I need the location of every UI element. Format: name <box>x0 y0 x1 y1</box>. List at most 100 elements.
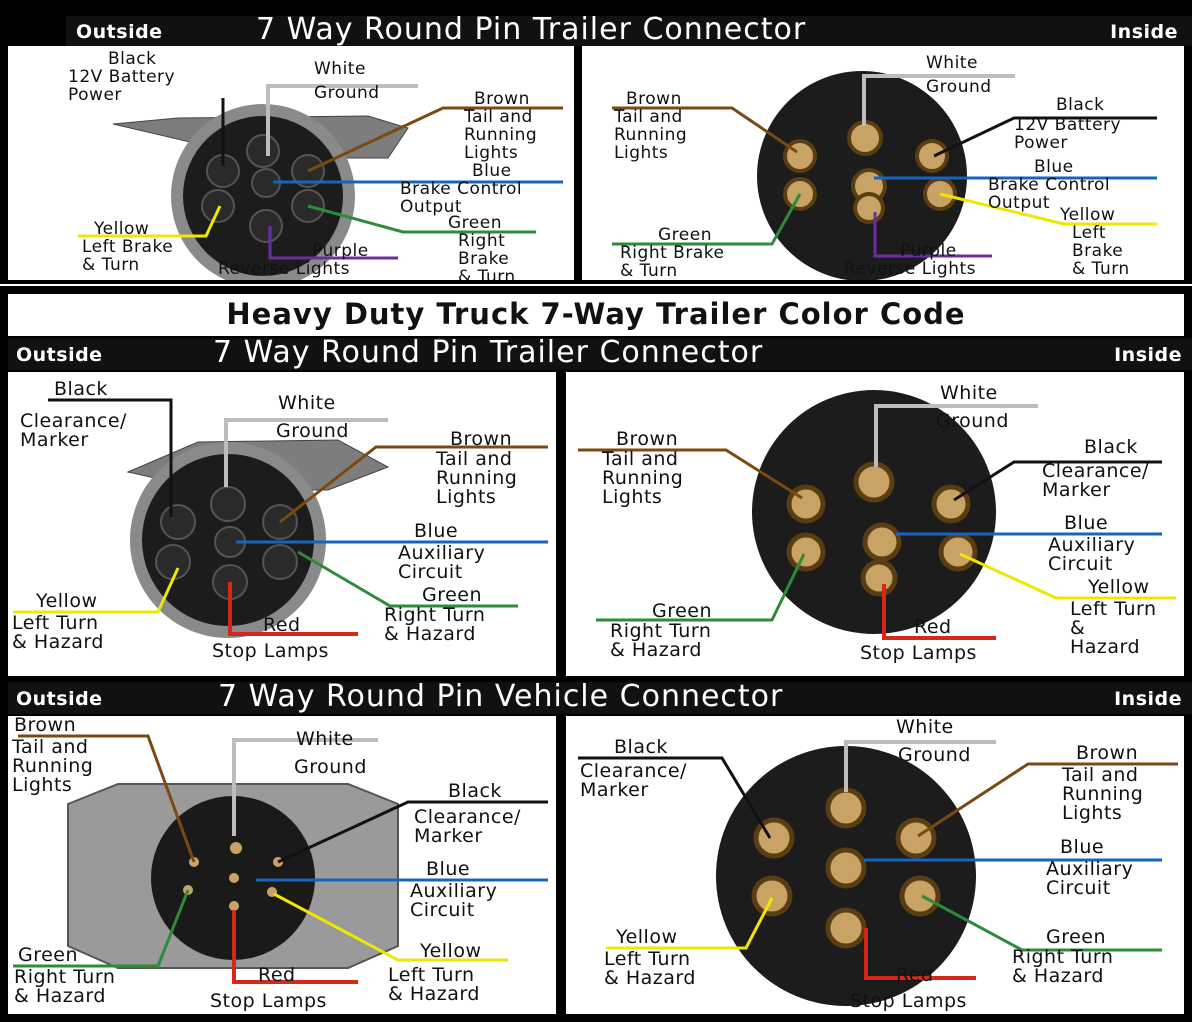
label-yellow-color: Yellow <box>1088 576 1150 598</box>
label-black-color: Black <box>614 736 668 758</box>
label-blue-desc: Brake Control Output <box>988 175 1111 213</box>
wire-red <box>882 584 996 640</box>
pins <box>201 134 325 243</box>
label-black-color: Black <box>1056 95 1105 115</box>
label-brown-color: Brown <box>1076 742 1139 764</box>
pins <box>751 787 941 949</box>
wire-white <box>862 74 1015 126</box>
label-white-color: White <box>296 728 354 750</box>
label-white-desc: Ground <box>294 756 367 778</box>
label-white-color: White <box>314 59 366 79</box>
outside-label: Outside <box>16 344 103 366</box>
label-yellow-color: Yellow <box>1060 205 1116 225</box>
section-1-outside-panel: Black 12V Battery Power White Ground Bro… <box>8 46 574 280</box>
label-brown-color: Brown <box>14 716 77 736</box>
label-black-desc: Clearance/ Marker <box>20 410 127 451</box>
wire-black <box>933 116 1157 158</box>
wire-brown <box>279 445 548 524</box>
wire-black <box>277 800 548 864</box>
wire-white <box>844 740 996 792</box>
label-black-color: Black <box>1084 436 1138 458</box>
label-blue-color: Blue <box>1064 512 1109 534</box>
label-brown-desc: Tail and Running Lights <box>602 448 684 508</box>
outside-label: Outside <box>76 21 163 43</box>
label-blue-desc: Auxiliary Circuit <box>1046 858 1134 899</box>
label-green-desc: Right Brake & Turn <box>620 243 725 280</box>
label-brown-color: Brown <box>626 89 682 109</box>
label-black-desc: 12V Battery Power <box>1014 115 1122 153</box>
wire-red <box>232 910 358 984</box>
connector-outside-figure <box>13 398 548 638</box>
label-yellow-desc: Left Brake & Turn <box>82 237 174 275</box>
label-blue-desc: Auxiliary Circuit <box>1048 534 1136 575</box>
label-white-desc: Ground <box>314 83 380 103</box>
connector-inside-figure <box>612 71 1157 280</box>
label-green-color: Green <box>422 584 483 606</box>
inside-label: Inside <box>1110 21 1178 43</box>
inside-label: Inside <box>1114 344 1182 366</box>
label-white-desc: Ground <box>898 744 971 766</box>
wire-white <box>232 738 378 836</box>
label-black-desc: Clearance/ Marker <box>580 760 687 801</box>
wire-yellow <box>939 192 1157 226</box>
label-brown-desc: Tail and Running Lights <box>614 107 688 163</box>
wire-black <box>48 398 173 517</box>
wire-brown <box>307 106 563 173</box>
label-yellow-desc: Left Brake & Turn <box>1072 223 1130 279</box>
label-green-color: Green <box>1046 926 1107 948</box>
wire-yellow <box>606 897 774 950</box>
label-blue-color: Blue <box>472 161 512 181</box>
wire-yellow <box>959 552 1176 600</box>
section-3-header: Outside 7 Way Round Pin Vehicle Connecto… <box>8 679 1192 714</box>
wire-black <box>953 460 1162 502</box>
label-red-color: Red <box>263 614 301 636</box>
label-yellow-desc: Left Turn & Hazard <box>1070 598 1157 658</box>
label-green-desc: Right Turn & Hazard <box>1012 946 1114 987</box>
label-green-desc: Right Turn & Hazard <box>14 966 116 1007</box>
label-black-desc: 12V Battery Power <box>68 67 176 105</box>
wire-white <box>266 84 418 156</box>
wire-yellow <box>13 567 180 614</box>
connector-inside-figure <box>578 740 1178 1006</box>
wire-red <box>228 582 358 636</box>
wire-brown <box>612 106 798 154</box>
wire-brown <box>917 762 1178 838</box>
section-2-outside-panel: Black Clearance/ Marker White Ground Bro… <box>8 372 556 676</box>
label-green-desc: Right Brake & Turn <box>458 231 516 280</box>
label-black-color: Black <box>448 780 502 802</box>
label-white-desc: Ground <box>926 77 992 97</box>
wire-black <box>578 756 772 839</box>
label-red-desc: Stop Lamps <box>850 990 967 1012</box>
wire-yellow <box>273 892 508 962</box>
label-yellow-color: Yellow <box>420 940 482 962</box>
label-blue-color: Blue <box>414 520 459 542</box>
label-yellow-desc: Left Turn & Hazard <box>388 964 480 1005</box>
label-blue-color: Blue <box>1060 836 1105 858</box>
label-white-desc: Ground <box>936 410 1009 432</box>
label-black-desc: Clearance/ Marker <box>414 806 521 847</box>
label-red-color: Red <box>896 964 934 986</box>
wire-green <box>596 553 806 622</box>
label-brown-desc: Tail and Running Lights <box>1062 764 1144 824</box>
wire-purple <box>873 212 992 258</box>
label-blue-desc: Brake Control Output <box>400 179 523 217</box>
section-1-header: Outside 7 Way Round Pin Trailer Connecto… <box>66 12 1192 47</box>
label-white-color: White <box>926 53 978 73</box>
label-purple-desc: Reverse Lights <box>218 259 351 279</box>
wire-white <box>224 418 388 487</box>
label-brown-desc: Tail and Running Lights <box>12 736 94 796</box>
wire-red <box>864 928 976 980</box>
wire-green <box>921 894 1162 952</box>
pins <box>183 842 283 911</box>
label-black-desc: Clearance/ Marker <box>1042 460 1149 501</box>
connector-outside-figure <box>13 734 548 984</box>
label-purple-color: Purple <box>312 241 369 261</box>
section-3-outside-panel: Brown Tail and Running Lights White Grou… <box>8 716 556 1014</box>
section-3-inside-panel: Black Clearance/ Marker White Ground Bro… <box>566 716 1184 1014</box>
label-red-desc: Stop Lamps <box>210 990 327 1012</box>
connector-face <box>752 390 996 634</box>
label-purple-desc: Reverse Lights <box>844 259 977 279</box>
label-green-color: Green <box>448 213 502 233</box>
label-purple-color: Purple <box>900 241 957 261</box>
label-brown-desc: Tail and Running Lights <box>464 107 538 163</box>
